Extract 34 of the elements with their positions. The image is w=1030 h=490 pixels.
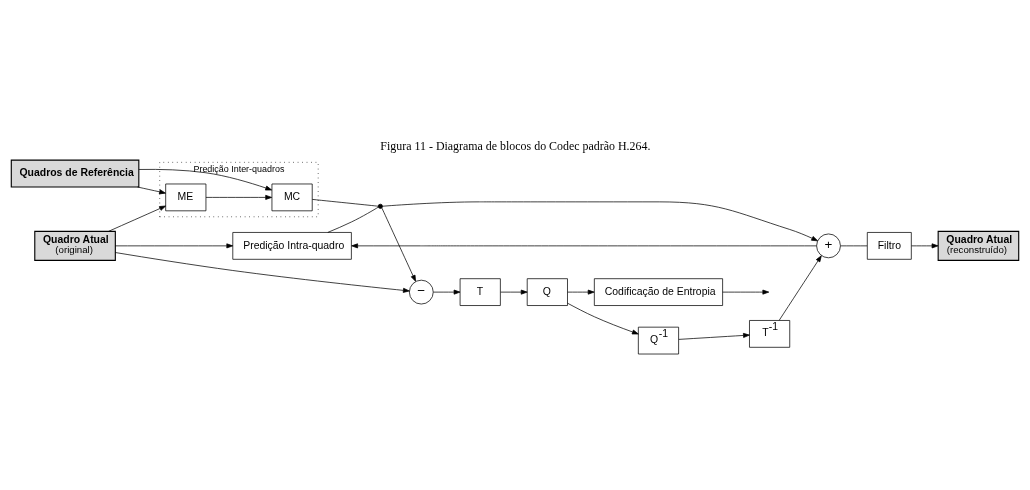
arrow <box>778 254 822 321</box>
arrow <box>205 194 272 200</box>
node-switch <box>377 203 383 209</box>
node-box: Quadro Atual (reconstruído) <box>937 230 1020 261</box>
arrow <box>137 186 166 194</box>
arrow <box>381 207 416 282</box>
connector <box>327 206 379 233</box>
arrow <box>433 289 461 295</box>
arrow <box>108 205 167 232</box>
node-box: ME <box>165 183 207 211</box>
connector <box>840 245 868 246</box>
node-circle: + <box>816 233 841 258</box>
node-box: Quadro Atual (original) <box>34 230 116 261</box>
arrow <box>567 289 595 295</box>
node-circle: − <box>409 279 434 304</box>
arrow <box>351 242 817 248</box>
diagram-title: Figura 11 - Diagrama de blocos do Codec padrão H.264. <box>380 138 651 153</box>
node-box: Filtro <box>866 231 912 260</box>
arrow <box>567 302 639 334</box>
node-box: Codificação de Entropia <box>593 277 723 306</box>
node-box: Q <box>526 277 568 306</box>
node-box: MC <box>271 183 313 211</box>
arrow <box>722 289 770 295</box>
arrow <box>115 251 410 293</box>
arrow <box>678 332 750 340</box>
arrow <box>138 168 273 190</box>
node-box: T <box>459 277 501 306</box>
arrow <box>382 201 819 241</box>
node-box: Predição Intra-quadro <box>232 231 352 260</box>
arrow <box>114 242 234 248</box>
arrow <box>500 289 528 295</box>
arrow <box>911 242 939 248</box>
connector <box>311 198 379 207</box>
node-box: Quadros de Referência <box>10 159 140 187</box>
